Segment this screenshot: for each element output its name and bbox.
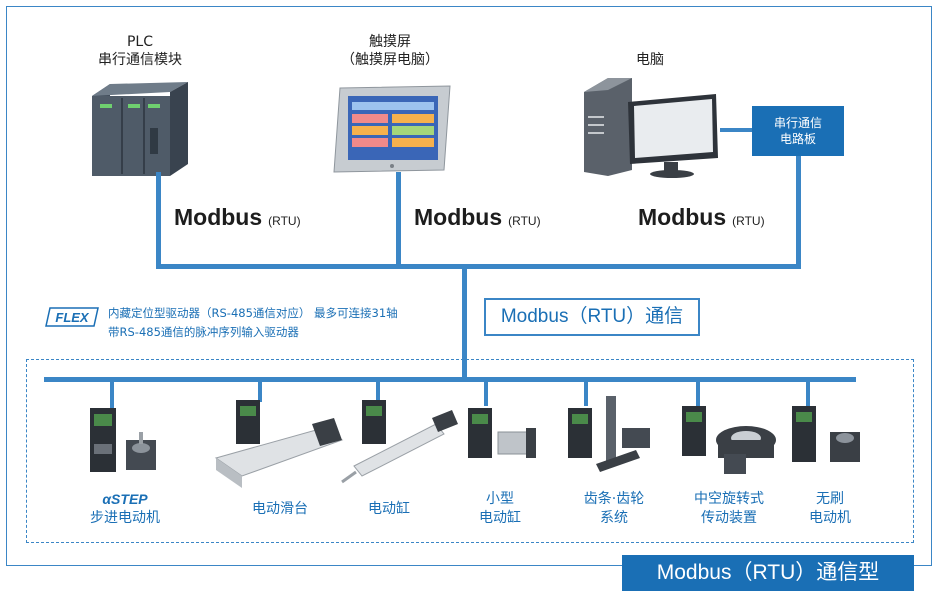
pc-label: 电脑 bbox=[620, 51, 680, 69]
electric-cylinder-image bbox=[341, 400, 458, 484]
plc-label: PLC 串行通信模块 bbox=[80, 33, 200, 69]
mini-cylinder-image bbox=[468, 408, 536, 458]
plc-label-line2: 串行通信模块 bbox=[98, 52, 182, 68]
flex-logo-icon: FLEX bbox=[45, 307, 99, 327]
drop-7 bbox=[806, 380, 810, 406]
top-bus-line bbox=[156, 264, 801, 269]
drop-1 bbox=[110, 380, 114, 408]
product-3-line1: 电动缸 bbox=[368, 501, 410, 517]
product-label-slider: 电动滑台 bbox=[230, 500, 330, 519]
modbus-main-2: Modbus bbox=[414, 204, 503, 230]
drop-3 bbox=[376, 380, 380, 402]
pc-drop-line bbox=[796, 156, 801, 268]
modbus-sub-1: (RTU) bbox=[268, 214, 301, 228]
modbus-sub-3: (RTU) bbox=[732, 214, 765, 228]
modbus-main-3: Modbus bbox=[638, 204, 727, 230]
product-6-line1: 中空旋转式 bbox=[694, 491, 764, 507]
modbus-main-1: Modbus bbox=[174, 204, 263, 230]
rack-pinion-image bbox=[568, 396, 650, 472]
plc-module-image bbox=[92, 82, 188, 176]
product-2-line1: 电动滑台 bbox=[252, 501, 308, 517]
product-label-rack-pinion: 齿条·齿轮 系统 bbox=[564, 490, 664, 528]
plc-drop-line bbox=[156, 172, 161, 268]
flex-description: 内藏定位型驱动器（RS-485通信对应） 最多可连接31轴 带RS-485通信的… bbox=[108, 304, 398, 342]
touch-panel-label: 触摸屏 （触摸屏电脑） bbox=[320, 33, 460, 69]
drop-2 bbox=[258, 380, 262, 402]
stepper-motor-image bbox=[90, 408, 156, 472]
comm-board-line2: 电路板 bbox=[779, 132, 816, 146]
alpha-step-logo: αSTEP bbox=[102, 491, 148, 507]
modbus-sub-2: (RTU) bbox=[508, 214, 541, 228]
outer-frame bbox=[6, 6, 932, 566]
serial-comm-board: 串行通信 电路板 bbox=[752, 106, 844, 156]
pc-board-link bbox=[720, 128, 752, 132]
plc-label-line1: PLC bbox=[126, 34, 154, 50]
product-label-mini-cylinder: 小型 电动缸 bbox=[460, 490, 540, 528]
product-4-line1: 小型 bbox=[486, 491, 514, 507]
flex-line1: 内藏定位型驱动器（RS-485通信对应） 最多可连接31轴 bbox=[108, 306, 398, 320]
touch-drop-line bbox=[396, 172, 401, 268]
modbus-label-pc: Modbus (RTU) bbox=[638, 204, 765, 231]
touch-panel-image bbox=[333, 85, 451, 173]
pc-label-line1: 电脑 bbox=[636, 52, 664, 68]
drop-5 bbox=[584, 380, 588, 406]
product-4-line2: 电动缸 bbox=[479, 510, 521, 526]
pc-image bbox=[584, 78, 718, 178]
product-label-stepper: αSTEP 步进电动机 bbox=[70, 490, 180, 528]
network-label: Modbus（RTU）通信 bbox=[484, 298, 700, 336]
product-5-line1: 齿条·齿轮 bbox=[583, 491, 645, 507]
modbus-label-touch: Modbus (RTU) bbox=[414, 204, 541, 231]
product-7-line1: 无刷 bbox=[816, 491, 844, 507]
flex-line2: 带RS-485通信的脉冲序列输入驱动器 bbox=[108, 325, 299, 339]
drop-6 bbox=[696, 380, 700, 406]
product-label-hollow-rotary: 中空旋转式 传动装置 bbox=[674, 490, 784, 528]
drop-4 bbox=[484, 380, 488, 406]
device-group-frame bbox=[26, 359, 914, 543]
brushless-motor-image bbox=[792, 406, 860, 462]
footer-label: Modbus（RTU）通信型 bbox=[622, 555, 914, 591]
product-5-line2: 系统 bbox=[600, 510, 628, 526]
touch-label-line1: 触摸屏 bbox=[369, 34, 411, 50]
product-1-line1: 步进电动机 bbox=[90, 510, 160, 526]
device-bus-line bbox=[44, 377, 856, 382]
touch-label-line2: （触摸屏电脑） bbox=[341, 52, 439, 68]
flex-logo-text: FLEX bbox=[55, 310, 90, 325]
product-7-line2: 电动机 bbox=[809, 510, 851, 526]
comm-board-line1: 串行通信 bbox=[773, 116, 822, 130]
trunk-line bbox=[462, 264, 467, 380]
electric-slider-image bbox=[214, 400, 344, 488]
product-6-line2: 传动装置 bbox=[701, 510, 757, 526]
hollow-rotary-image bbox=[682, 406, 776, 474]
product-label-brushless: 无刷 电动机 bbox=[790, 490, 870, 528]
modbus-label-plc: Modbus (RTU) bbox=[174, 204, 301, 231]
product-label-cylinder: 电动缸 bbox=[344, 500, 434, 519]
